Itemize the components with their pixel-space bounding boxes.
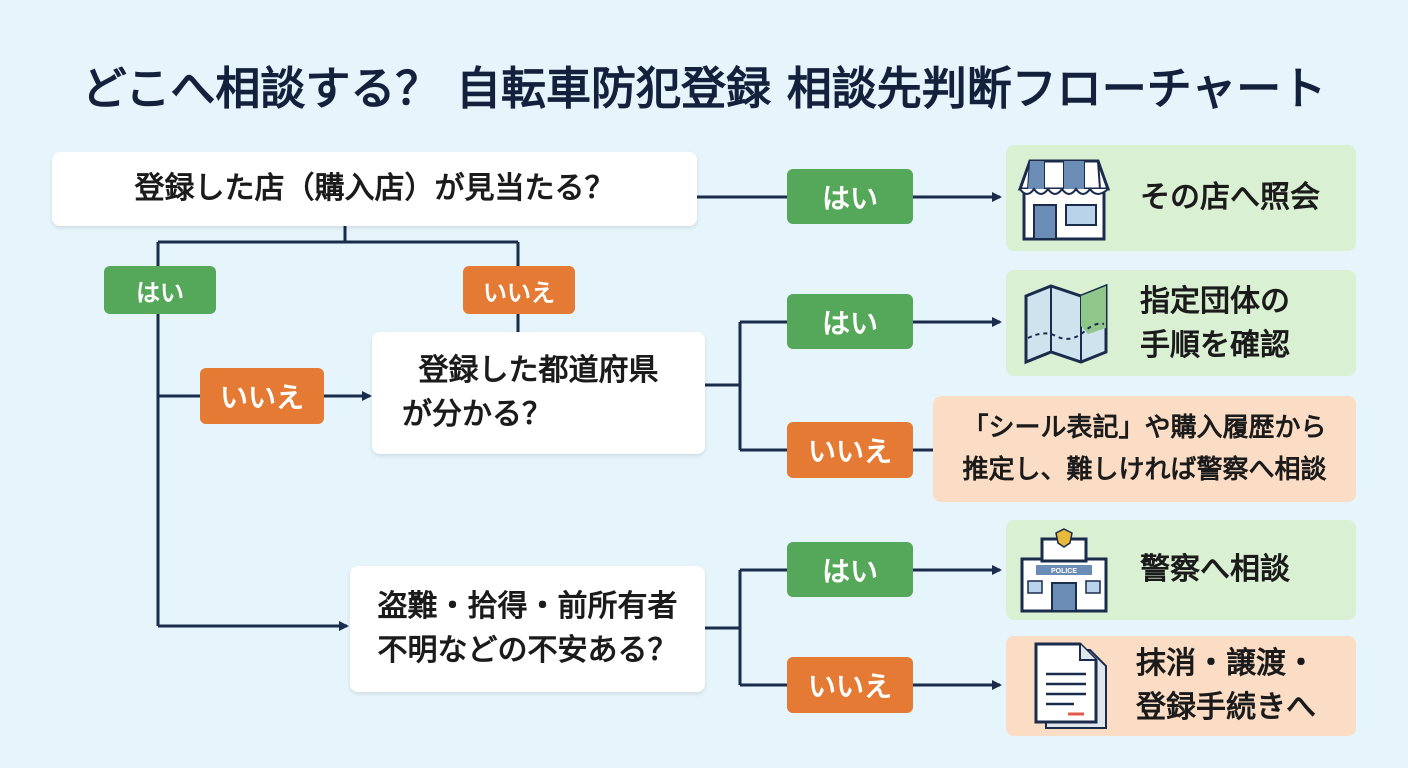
question-text: 登録した店（購入店）が見当たる？ [134, 171, 615, 206]
question-line: 登録した都道府県 [418, 353, 659, 388]
no-label: いいえ [787, 657, 913, 713]
result-text: 抹消・譲渡・ 登録手続きへ [1136, 642, 1316, 730]
result-text: その店へ照会 [1140, 180, 1320, 215]
page-title: どこへ相談する？ 自転車防犯登録 相談先判断フローチャート [81, 62, 1327, 115]
result-contact-shop: その店へ照会 [1006, 145, 1356, 251]
question-shop-found: 登録した店（購入店）が見当たる？ [52, 152, 697, 226]
no-label: いいえ [200, 368, 324, 424]
no-label: いいえ [787, 422, 913, 478]
no-label: いいえ [463, 266, 575, 314]
yes-label: はい [787, 169, 913, 224]
result-line: 登録手続きへ [1136, 690, 1316, 725]
question-line: 盗難・拾得・前所有者 [377, 589, 678, 624]
result-consult-police: POLICE 警察へ相談 [1006, 520, 1356, 620]
store-icon [1017, 159, 1111, 241]
question-line: 不明などの不安ある？ [377, 633, 678, 668]
result-cancel-transfer: 抹消・譲渡・ 登録手続きへ [1006, 636, 1356, 736]
yes-label: はい [787, 294, 913, 349]
result-line: 抹消・譲渡・ [1136, 646, 1316, 681]
result-line: 手順を確認 [1140, 328, 1290, 363]
yes-label: はい [787, 542, 913, 597]
question-line: が分かる？ [402, 397, 552, 432]
question-prefecture-known: 登録した都道府県 が分かる？ [372, 332, 705, 454]
result-text: 警察へ相談 [1140, 552, 1290, 587]
police-sign: POLICE [1051, 568, 1077, 575]
question-theft-concern: 盗難・拾得・前所有者 不明などの不安ある？ [350, 566, 705, 692]
result-line: 推定し、難しければ警察へ相談 [962, 455, 1327, 485]
result-line: 「シール表記」や購入履歴から [962, 413, 1327, 443]
police-station-icon: POLICE [1020, 528, 1108, 613]
result-line: 指定団体の [1140, 284, 1290, 319]
result-text: 指定団体の 手順を確認 [1140, 280, 1290, 368]
yes-label: はい [104, 266, 216, 314]
result-check-procedure: 指定団体の 手順を確認 [1006, 270, 1356, 376]
map-icon [1024, 283, 1108, 365]
document-icon [1034, 642, 1107, 729]
result-estimate-or-police: 「シール表記」や購入履歴から 推定し、難しければ警察へ相談 [933, 396, 1356, 502]
